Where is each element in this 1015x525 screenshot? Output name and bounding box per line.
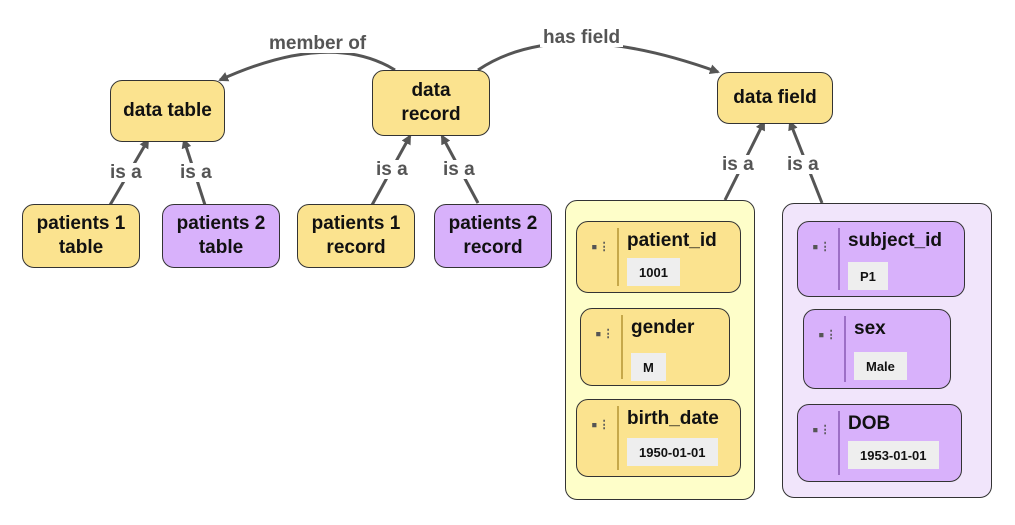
node-patients2-record[interactable]: patients 2 record <box>434 204 552 268</box>
field-divider <box>617 228 619 286</box>
edge-label-is-a: is a <box>177 163 215 182</box>
field-value: M <box>631 353 666 381</box>
edge-label-is-a: is a <box>440 160 478 179</box>
node-patients1-table[interactable]: patients 1 table <box>22 204 140 268</box>
node-data-table[interactable]: data table <box>110 80 225 142</box>
field-name: sex <box>854 318 886 339</box>
node-patients2-table[interactable]: patients 2 table <box>162 204 280 268</box>
field-list-icon: ▪⋮ <box>812 423 832 436</box>
field-value: 1950-01-01 <box>627 438 718 466</box>
field-card[interactable]: ▪⋮ sex Male <box>803 309 951 389</box>
field-list-icon: ▪⋮ <box>812 240 832 253</box>
field-card[interactable]: ▪⋮ gender M <box>580 308 730 386</box>
field-divider <box>838 228 840 290</box>
edge-label-is-a: is a <box>373 160 411 179</box>
field-card[interactable]: ▪⋮ patient_id 1001 <box>576 221 741 293</box>
field-value: 1001 <box>627 258 680 286</box>
node-patients1-record[interactable]: patients 1 record <box>297 204 415 268</box>
field-divider <box>617 406 619 470</box>
field-list-icon: ▪⋮ <box>818 328 838 341</box>
field-divider <box>838 411 840 475</box>
field-name: patient_id <box>627 230 717 251</box>
edge-member-of <box>218 50 396 82</box>
field-list-icon: ▪⋮ <box>591 418 611 431</box>
node-data-field[interactable]: data field <box>717 72 833 124</box>
node-data-record[interactable]: data record <box>372 70 490 136</box>
node-label: patients 1 table <box>36 213 126 258</box>
edge-label-is-a: is a <box>719 155 757 174</box>
edge-label-is-a: is a <box>107 163 145 182</box>
field-card[interactable]: ▪⋮ subject_id P1 <box>797 221 965 297</box>
node-label: data record <box>401 80 461 125</box>
edge-label-is-a: is a <box>784 155 822 174</box>
node-label: patients 2 table <box>176 213 266 258</box>
field-name: gender <box>631 317 695 338</box>
field-divider <box>621 315 623 379</box>
node-label: patients 2 record <box>448 213 538 258</box>
field-name: DOB <box>848 413 891 434</box>
node-label: data field <box>733 87 817 109</box>
edge-label-member-of: member of <box>266 34 370 53</box>
field-name: birth_date <box>627 408 719 429</box>
node-label: data table <box>123 100 212 122</box>
field-list-icon: ▪⋮ <box>591 240 611 253</box>
field-list-icon: ▪⋮ <box>595 327 615 340</box>
field-value: 1953-01-01 <box>848 441 939 469</box>
node-label: patients 1 record <box>311 213 401 258</box>
edge-label-has-field: has field <box>540 28 624 47</box>
field-card[interactable]: ▪⋮ birth_date 1950-01-01 <box>576 399 741 477</box>
patients2-fields-group: ▪⋮ subject_id P1 ▪⋮ sex Male ▪⋮ DOB 1953… <box>782 203 992 498</box>
patients1-fields-group: ▪⋮ patient_id 1001 ▪⋮ gender M ▪⋮ birth_… <box>565 200 755 500</box>
field-card[interactable]: ▪⋮ DOB 1953-01-01 <box>797 404 962 482</box>
field-value: Male <box>854 352 907 380</box>
field-divider <box>844 316 846 382</box>
field-name: subject_id <box>848 230 942 251</box>
field-value: P1 <box>848 262 888 290</box>
